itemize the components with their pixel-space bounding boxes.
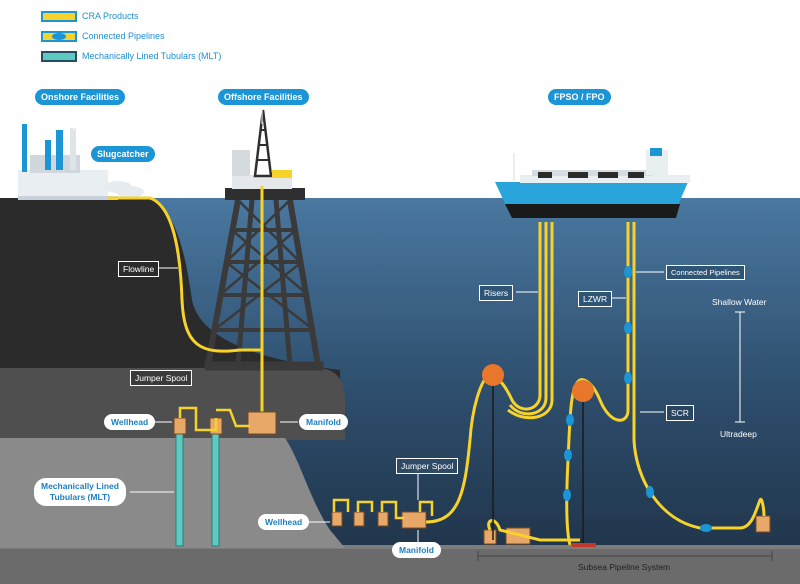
label-jumper-spool-left: Jumper Spool — [130, 370, 193, 386]
label-manifold-right: Manifold — [392, 542, 441, 558]
subsea-system-bracket — [477, 551, 773, 561]
label-scr: SCR — [666, 405, 694, 421]
left-jumper-pipes — [178, 406, 250, 432]
label-lzwr: LZWR — [578, 291, 613, 307]
label-connected-pipelines: Connected Pipelines — [666, 265, 745, 280]
connected-pipeline-markers — [563, 266, 712, 532]
label-subsea-pipeline-system: Subsea Pipeline System — [578, 562, 671, 572]
label-shallow-water: Shallow Water — [712, 297, 767, 307]
label-mlt: Mechanically Lined Tubulars (MLT) — [34, 478, 126, 506]
flowline-pipe — [108, 196, 262, 353]
label-manifold-left: Manifold — [299, 414, 348, 430]
fpso-vessel — [495, 148, 690, 218]
label-mlt-line1: Mechanically Lined — [41, 481, 119, 491]
label-fpso: FPSO / FPO — [548, 89, 611, 105]
label-offshore-facilities: Offshore Facilities — [218, 89, 309, 105]
legend-connected-pipelines: Connected Pipelines — [82, 31, 165, 41]
platform-topside — [225, 109, 305, 200]
label-wellhead-left: Wellhead — [104, 414, 156, 430]
label-onshore-facilities: Onshore Facilities — [35, 89, 126, 105]
label-flowline: Flowline — [118, 261, 160, 277]
label-jumper-spool-right: Jumper Spool — [396, 458, 459, 474]
offshore-platform — [204, 199, 324, 371]
label-wellhead-right: Wellhead — [258, 514, 310, 530]
rock-upper — [0, 198, 340, 380]
legend-mlt: Mechanically Lined Tubulars (MLT) — [82, 51, 222, 61]
right-jumper-pipes — [332, 498, 434, 520]
left-subsea-hardware — [173, 411, 277, 435]
buoys — [482, 364, 596, 547]
seafloor-pipe-left — [425, 372, 491, 524]
depth-scale — [735, 311, 745, 423]
scr-pipe — [632, 222, 766, 530]
onshore-plant — [18, 124, 144, 200]
legend-swatches — [41, 11, 77, 62]
label-slugcatcher: Slugcatcher — [91, 146, 155, 162]
label-risers: Risers — [479, 285, 514, 301]
label-ultradeep: Ultradeep — [720, 429, 757, 439]
label-mlt-line2: Tubulars (MLT) — [49, 492, 111, 502]
legend-cra-products: CRA Products — [82, 11, 139, 21]
